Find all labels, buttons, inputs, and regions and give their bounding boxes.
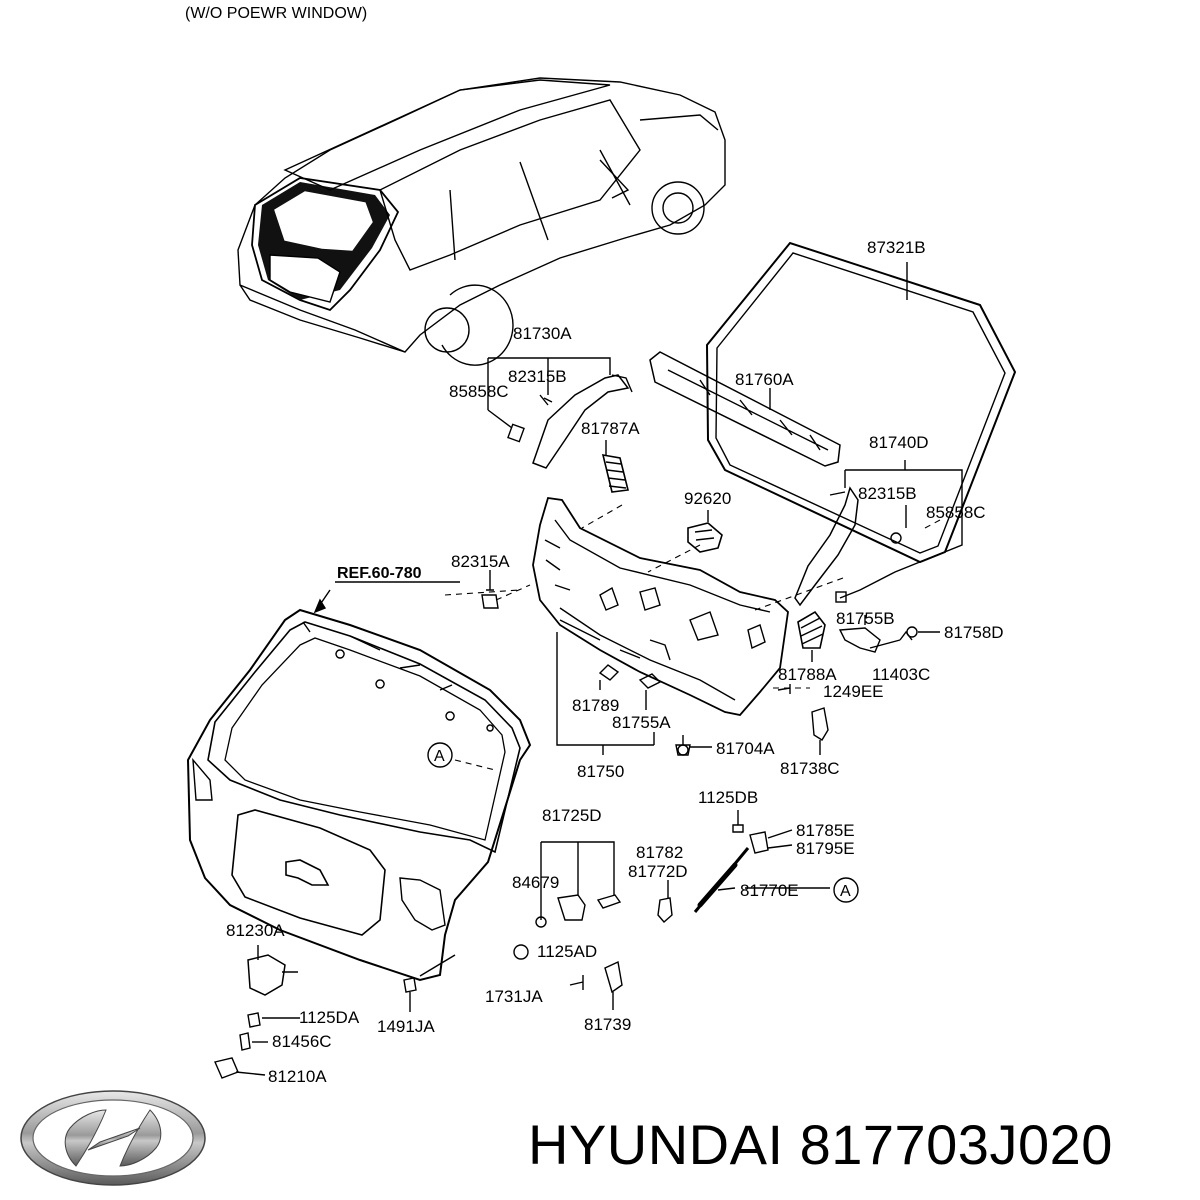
part-label-81760A: 81760A (735, 370, 794, 389)
part-label-81788A: 81788A (778, 665, 837, 684)
part-label-87321B: 87321B (867, 238, 926, 257)
part-label-81755B: 81755B (836, 609, 895, 628)
part-label-81725D: 81725D (542, 806, 602, 825)
part-label-82315A: 82315A (451, 552, 510, 571)
part-label-1491JA: 1491JA (377, 1017, 435, 1036)
callout-circle-a-left (427, 742, 453, 768)
pillar-trim-81740D (794, 460, 963, 607)
part-label-81704A: 81704A (716, 739, 775, 758)
hyundai-logo-icon (20, 1090, 206, 1186)
part-label-81758D: 81758D (944, 623, 1004, 642)
part-label-1125DB: 1125DB (698, 788, 758, 807)
grille-81787A (601, 440, 629, 493)
part-label-85858C-left: 85858C (449, 382, 509, 401)
part-label-82315B-left: 82315B (508, 367, 567, 386)
part-label-1125DA: 1125DA (299, 1008, 360, 1027)
part-label-81787A: 81787A (581, 419, 640, 438)
part-label-81782: 81782 (636, 843, 683, 862)
reference-label: REF.60-780 (337, 565, 422, 582)
brand-part-number: HYUNDAI 817703J020 (528, 1113, 1113, 1176)
part-label-92620: 92620 (684, 489, 731, 508)
part-label-81738C: 81738C (780, 759, 840, 778)
callout-letter-left: A (434, 748, 445, 765)
part-label-84679: 84679 (512, 873, 559, 892)
part-label-81795E: 81795E (796, 839, 855, 858)
clip-82315A (481, 570, 499, 609)
pillar-trim-81730A (487, 357, 633, 469)
part-label-11403C: 11403C (872, 665, 930, 684)
part-label-82315B-right: 82315B (858, 484, 917, 503)
part-label-1249EE: 1249EE (823, 682, 884, 701)
part-label-81210A: 81210A (268, 1067, 327, 1086)
grille-81788A (797, 610, 826, 662)
hardware-group (214, 615, 940, 1079)
part-label-85858C-right: 85858C (926, 503, 986, 522)
leader-lines-dashed (444, 504, 941, 771)
part-label-1731JA: 1731JA (485, 987, 543, 1006)
lamp-92620 (687, 510, 723, 553)
part-label-81770E: 81770E (740, 881, 799, 900)
tailgate (186, 581, 532, 982)
part-label-81755A: 81755A (612, 713, 671, 732)
part-label-81730A: 81730A (513, 324, 572, 343)
garnish-81760A (649, 351, 841, 467)
callout-letter-right: A (840, 883, 851, 900)
part-label-81750: 81750 (577, 762, 624, 781)
callout-circle-a-right (833, 877, 859, 903)
part-label-1125AD: 1125AD (537, 942, 597, 961)
vehicle-illustration (237, 77, 726, 366)
part-label-81740D: 81740D (869, 433, 929, 452)
trim-panel-81750 (532, 496, 789, 756)
part-label-81456C: 81456C (272, 1032, 332, 1051)
part-label-81789: 81789 (572, 696, 619, 715)
part-label-81739: 81739 (584, 1015, 631, 1034)
diagram-caption: (W/O POEWR WINDOW) (185, 5, 367, 22)
part-label-81785E: 81785E (796, 821, 855, 840)
part-label-81772D: 81772D (628, 862, 688, 881)
part-label-81230A: 81230A (226, 921, 285, 940)
